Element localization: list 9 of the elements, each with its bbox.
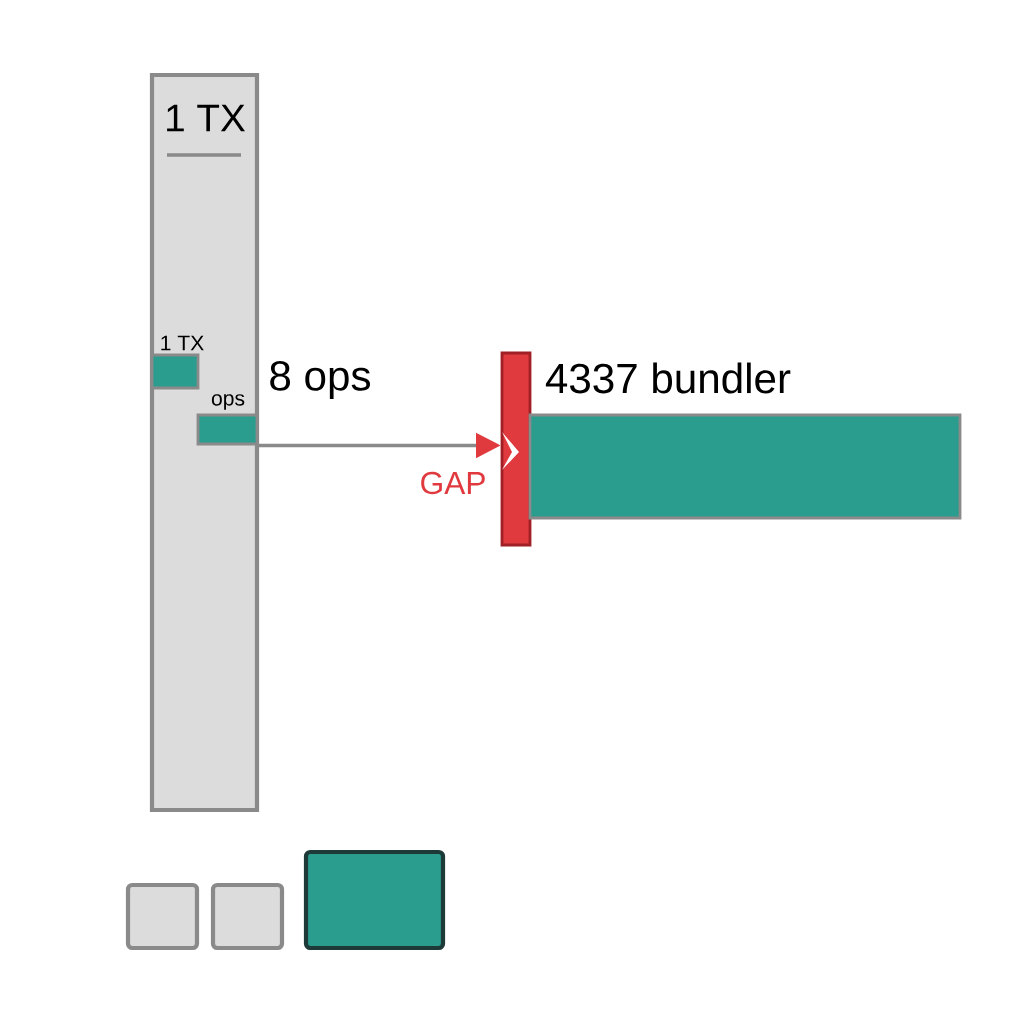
heading: 4337 bundler [545, 362, 791, 394]
heading: 1 TX [161, 335, 204, 351]
box [125, 882, 200, 951]
box [210, 882, 285, 951]
edge-label: 8 ops [270, 360, 370, 400]
box [303, 849, 446, 951]
heading: 1 TX [167, 104, 245, 132]
gap-label: GAP [421, 471, 485, 495]
heading: ops [211, 394, 245, 410]
